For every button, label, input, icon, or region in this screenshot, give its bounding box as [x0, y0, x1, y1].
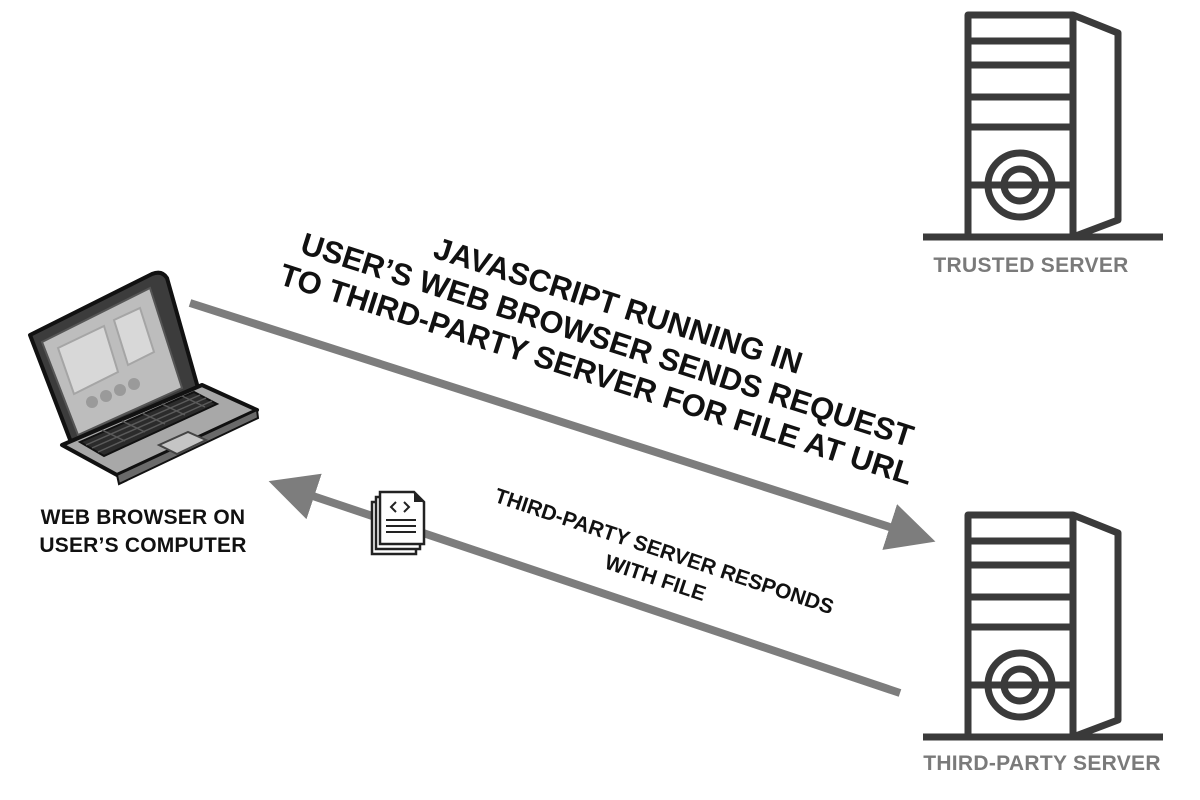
trusted-server-label: TRUSTED SERVER	[933, 254, 1128, 277]
server-icon	[923, 511, 1163, 741]
request-label: JAVASCRIPT RUNNING IN USER’S WEB BROWSER…	[275, 226, 918, 492]
code-file-icon	[370, 490, 426, 556]
browser-label-line-2: USER’S COMPUTER	[39, 534, 246, 557]
request-label-line-2: USER’S WEB BROWSER SENDS REQUEST	[297, 226, 918, 454]
browser-computer: WEB BROWSER ON USER’S COMPUTER	[28, 270, 260, 557]
browser-label-line-1: WEB BROWSER ON	[41, 506, 246, 529]
third-party-server-label: THIRD-PARTY SERVER	[923, 752, 1161, 775]
request-arrow	[188, 299, 936, 550]
laptop-icon	[28, 270, 260, 486]
server-icon	[923, 11, 1163, 241]
third-party-server: THIRD-PARTY SERVER	[923, 511, 1163, 775]
trusted-server: TRUSTED SERVER	[923, 11, 1163, 277]
response-label-line-1: THIRD-PARTY SERVER RESPONDS	[492, 484, 837, 619]
response-label: THIRD-PARTY SERVER RESPONDS WITH FILE	[492, 484, 837, 619]
